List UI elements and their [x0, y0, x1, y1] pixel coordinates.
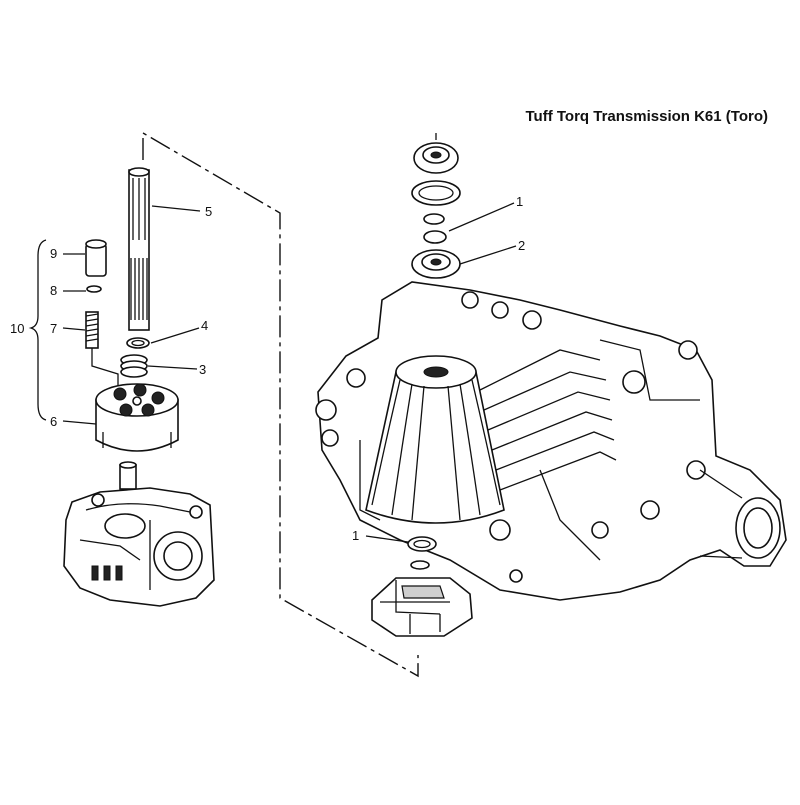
center-section-cap [371, 577, 473, 637]
transmission-case [315, 281, 787, 601]
lower-bearing [411, 249, 461, 279]
input-shaft [128, 167, 150, 331]
callout-7: 7 [50, 321, 57, 336]
upper-bearing [413, 142, 459, 174]
callout-1-upper: 1 [516, 194, 523, 209]
shaft-circlip [126, 337, 150, 349]
group-bracket [28, 239, 47, 421]
upper-seal-ring [423, 213, 447, 244]
callout-9: 9 [50, 246, 57, 261]
pump-housing [63, 487, 215, 607]
block-spring [120, 354, 148, 378]
cylinder-block [95, 383, 179, 452]
piston-spring [85, 311, 119, 392]
callout-5: 5 [205, 204, 212, 219]
callout-3: 3 [199, 362, 206, 377]
callout-4: 4 [201, 318, 208, 333]
lower-seal-ring [407, 536, 437, 570]
piston [85, 239, 107, 277]
piston-ring [86, 285, 102, 293]
leader-lines [62, 202, 517, 543]
retaining-ring [411, 180, 461, 206]
shaft-bushing [119, 461, 137, 490]
callout-10: 10 [10, 321, 24, 336]
callout-6: 6 [50, 414, 57, 429]
diagram-title: Tuff Torq Transmission K61 (Toro) [525, 108, 768, 125]
callout-1-lower: 1 [352, 528, 359, 543]
callout-8: 8 [50, 283, 57, 298]
callout-2: 2 [518, 238, 525, 253]
assembly-guide-line [142, 131, 419, 678]
